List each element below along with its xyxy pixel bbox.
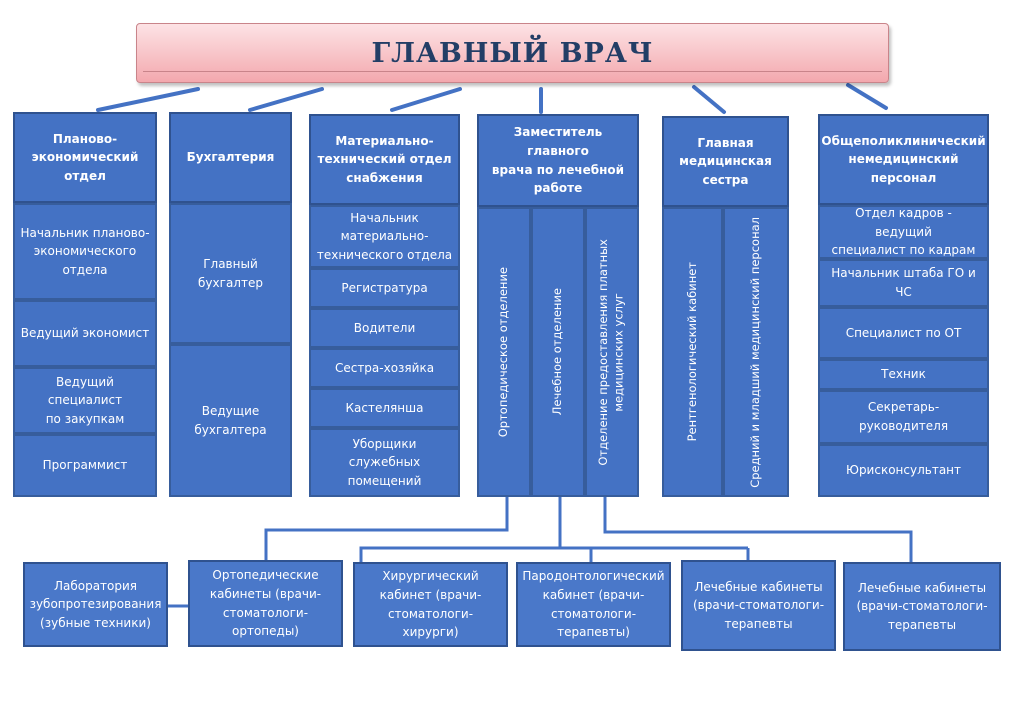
surgical-room: Хирургический кабинет (врачи- стоматолог… bbox=[353, 562, 508, 647]
connector-title-staff bbox=[846, 83, 888, 110]
labor-safety-specialist-label: Специалист по ОТ bbox=[845, 325, 962, 340]
deputy-chief-header: Заместитель главного врача по лечебной р… bbox=[477, 114, 639, 207]
connector-title-nurse bbox=[692, 85, 726, 114]
office-cleaners: Уборщики служебных помещений bbox=[309, 428, 460, 497]
planning-dept-header: Планово- экономический отдел bbox=[13, 112, 157, 203]
orthopedic-rooms: Ортопедические кабинеты (врачи- стоматол… bbox=[188, 560, 343, 647]
treatment-rooms-2: Лечебные кабинеты (врачи-стоматологи- те… bbox=[843, 562, 1001, 651]
planning-dept-head-label: Начальник планово- экономического отдела bbox=[20, 225, 150, 277]
housekeeping-nurse: Сестра-хозяйка bbox=[309, 348, 460, 388]
paid-services-dept-label: Отделение предоставления платных медицин… bbox=[596, 238, 626, 466]
leading-accountants: Ведущие бухгалтера bbox=[169, 344, 292, 497]
treatment-rooms-1: Лечебные кабинеты (врачи-стоматологи- те… bbox=[681, 560, 836, 651]
xray-room-label: Рентгенологический кабинет bbox=[684, 262, 699, 442]
secretary-label: Секретарь-руководителя bbox=[858, 400, 949, 433]
connector-ortho-branch bbox=[264, 497, 509, 560]
drivers-label: Водители bbox=[353, 320, 416, 335]
planning-dept-header-label: Планово- экономический отдел bbox=[31, 131, 139, 183]
planning-dept-head: Начальник планово- экономического отдела bbox=[13, 203, 157, 300]
treatment-dept-label: Лечебное отделение bbox=[550, 288, 565, 416]
linen-keeper: Кастелянша bbox=[309, 388, 460, 428]
technician: Техник bbox=[818, 359, 989, 390]
registry: Регистратура bbox=[309, 268, 460, 308]
periodontal-room: Пародонтологический кабинет (врачи- стом… bbox=[516, 562, 671, 647]
supply-dept-head-label: Начальник материально- технического отде… bbox=[316, 210, 453, 262]
head-nurse-header-label: Главная медицинская сестра bbox=[679, 135, 772, 187]
supply-dept-head: Начальник материально- технического отде… bbox=[309, 205, 460, 268]
connector-paid-branch bbox=[603, 497, 913, 562]
civil-defense-head-label: Начальник штаба ГО и ЧС bbox=[831, 266, 976, 299]
treatment-rooms-2-label: Лечебные кабинеты (врачи-стоматологи- те… bbox=[856, 580, 988, 632]
supply-dept-header-label: Материально- технический отдел снабжения bbox=[317, 133, 452, 185]
treatment-dept: Лечебное отделение bbox=[531, 207, 585, 497]
procurement-specialist-label: Ведущий специалист по закупкам bbox=[45, 374, 125, 426]
leading-economist: Ведущий экономист bbox=[13, 300, 157, 367]
housekeeping-nurse-label: Сестра-хозяйка bbox=[334, 360, 435, 375]
chief-doctor-title: ГЛАВНЫЙ ВРАЧ bbox=[136, 23, 889, 83]
labor-safety-specialist: Специалист по ОТ bbox=[818, 307, 989, 359]
deputy-chief-header-label: Заместитель главного врача по лечебной р… bbox=[491, 125, 625, 196]
hr-department: Отдел кадров - ведущий специалист по кад… bbox=[818, 205, 989, 259]
connector-title-supply bbox=[390, 87, 462, 112]
chief-accountant-label: Главный бухгалтер bbox=[198, 256, 263, 290]
legal-adviser-label: Юрисконсультант bbox=[845, 463, 962, 478]
xray-room: Рентгенологический кабинет bbox=[662, 207, 723, 497]
hr-department-label: Отдел кадров - ведущий специалист по кад… bbox=[831, 206, 976, 258]
leading-economist-label: Ведущий экономист bbox=[20, 326, 150, 341]
procurement-specialist: Ведущий специалист по закупкам bbox=[13, 367, 157, 434]
orthopedic-rooms-label: Ортопедические кабинеты (врачи- стоматол… bbox=[209, 568, 322, 639]
periodontal-room-label: Пародонтологический кабинет (врачи- стом… bbox=[522, 569, 665, 640]
surgical-room-label: Хирургический кабинет (врачи- стоматолог… bbox=[379, 569, 482, 640]
dental-lab: Лаборатория зубопротезирования (зубные т… bbox=[23, 562, 168, 647]
chief-accountant: Главный бухгалтер bbox=[169, 203, 292, 344]
medical-staff-label: Средний и младший медицинский персонал bbox=[748, 216, 763, 488]
programmer: Программист bbox=[13, 434, 157, 497]
title-underline bbox=[143, 71, 882, 72]
connector-treatment-branch bbox=[359, 497, 562, 562]
head-nurse-header: Главная медицинская сестра bbox=[662, 116, 789, 207]
secretary: Секретарь-руководителя bbox=[818, 390, 989, 444]
connector-title-planning bbox=[96, 87, 200, 112]
connector-title-accounting bbox=[248, 87, 324, 112]
paid-services-dept: Отделение предоставления платных медицин… bbox=[585, 207, 639, 497]
accounting-header: Бухгалтерия bbox=[169, 112, 292, 203]
chief-doctor-label: ГЛАВНЫЙ ВРАЧ bbox=[371, 37, 654, 69]
leading-accountants-label: Ведущие бухгалтера bbox=[194, 403, 267, 437]
registry-label: Регистратура bbox=[341, 280, 428, 295]
orthopedic-dept-label: Ортопедическое отделение bbox=[496, 266, 511, 438]
linen-keeper-label: Кастелянша bbox=[345, 400, 424, 415]
medical-staff: Средний и младший медицинский персонал bbox=[723, 207, 789, 497]
general-staff-header-label: Общеполиклинический немедицинский персон… bbox=[821, 133, 986, 185]
orthopedic-dept: Ортопедическое отделение bbox=[477, 207, 531, 497]
programmer-label: Программист bbox=[42, 458, 128, 473]
general-staff-header: Общеполиклинический немедицинский персон… bbox=[818, 114, 989, 205]
treatment-rooms-1-label: Лечебные кабинеты (врачи-стоматологи- те… bbox=[692, 579, 825, 631]
drivers: Водители bbox=[309, 308, 460, 348]
accounting-header-label: Бухгалтерия bbox=[186, 150, 275, 165]
civil-defense-head: Начальник штаба ГО и ЧС bbox=[818, 259, 989, 307]
supply-dept-header: Материально- технический отдел снабжения bbox=[309, 114, 460, 205]
technician-label: Техник bbox=[881, 367, 926, 382]
dental-lab-label: Лаборатория зубопротезирования (зубные т… bbox=[29, 578, 162, 630]
legal-adviser: Юрисконсультант bbox=[818, 444, 989, 497]
office-cleaners-label: Уборщики служебных помещений bbox=[347, 436, 422, 488]
